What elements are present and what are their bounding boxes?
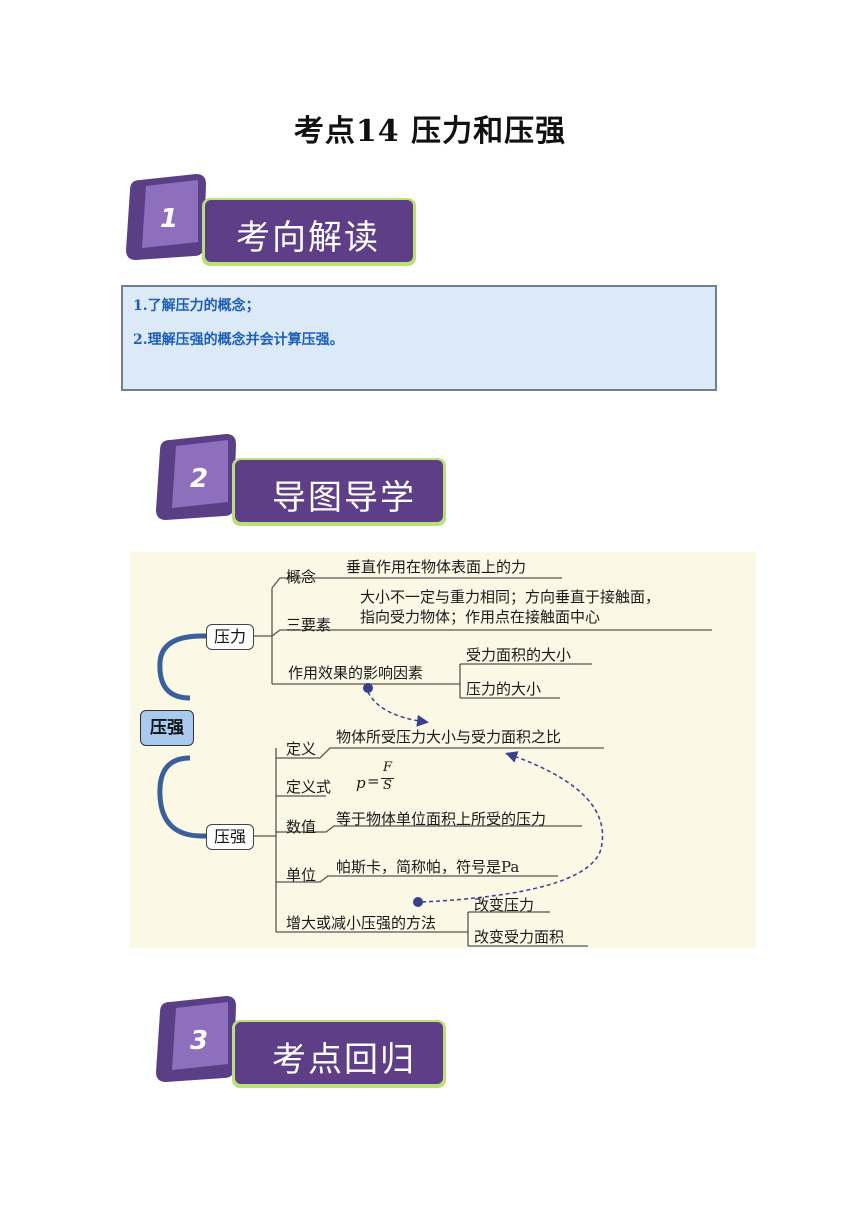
section-label-3: 考点回归 (272, 1040, 416, 1080)
unit-text: 帕斯卡，简称帕，符号是Pa (336, 858, 520, 876)
methods-label: 增大或减小压强的方法 (286, 914, 437, 932)
elements-line-2: 指向受力物体；作用点在接触面中心 (360, 608, 601, 626)
value-text: 等于物体单位面积上所受的压力 (336, 810, 547, 828)
section-badge-2-icon (156, 434, 446, 526)
mindmap-figure: 压强 压力 压强 概念 垂直作用在物体表面上的力 三要素 大小不一定与重力相同；… (130, 552, 756, 948)
section-label-2: 导图导学 (272, 478, 416, 518)
effect-label: 作用效果的影响因素 (288, 664, 424, 682)
goal-item-2: 2.理解压强的概念并会计算压强。 (133, 332, 344, 348)
elements-label: 三要素 (286, 616, 332, 634)
value-label: 数值 (286, 818, 317, 836)
mindmap-root: 压强 (140, 710, 194, 746)
effect-item-1: 受力面积的大小 (466, 646, 572, 664)
section-label-1: 考向解读 (236, 218, 380, 258)
section-header-3: 3 考点回归 (148, 990, 448, 1090)
node-pressure: 压强 (206, 824, 254, 850)
formula-denominator: S (383, 778, 392, 793)
concept-text: 垂直作用在物体表面上的力 (346, 558, 527, 576)
methods-item-1: 改变压力 (474, 896, 535, 914)
section-number-2: 2 (190, 464, 209, 494)
formula-numerator: F (383, 760, 393, 775)
mindmap-lines (157, 577, 712, 947)
concept-label: 概念 (286, 568, 317, 586)
formula-bar (381, 778, 394, 779)
definition-label: 定义 (286, 740, 317, 758)
elements-line-1: 大小不一定与重力相同；方向垂直于接触面， (360, 588, 661, 606)
section-badge-3-icon (156, 996, 446, 1088)
section-header-2: 2 导图导学 (148, 428, 448, 528)
goal-item-1: 1.了解压力的概念； (133, 298, 260, 314)
methods-item-2: 改变受力面积 (474, 928, 565, 946)
section-badge-1-icon (126, 174, 416, 266)
node-pressure-force: 压力 (206, 624, 254, 650)
formula-label: 定义式 (286, 778, 332, 796)
goals-box: 1.了解压力的概念； 2.理解压强的概念并会计算压强。 (121, 285, 717, 391)
section-number-3: 3 (190, 1026, 209, 1056)
effect-item-2: 压力的大小 (466, 680, 542, 698)
section-header-1: 1 考向解读 (118, 168, 418, 268)
formula-p: p (356, 774, 366, 792)
section-number-1: 1 (160, 204, 179, 234)
unit-label: 单位 (286, 866, 317, 884)
page-title: 考点14 压力和压强 (293, 114, 567, 149)
definition-text: 物体所受压力大小与受力面积之比 (336, 728, 562, 746)
formula-eq: = (367, 772, 380, 790)
